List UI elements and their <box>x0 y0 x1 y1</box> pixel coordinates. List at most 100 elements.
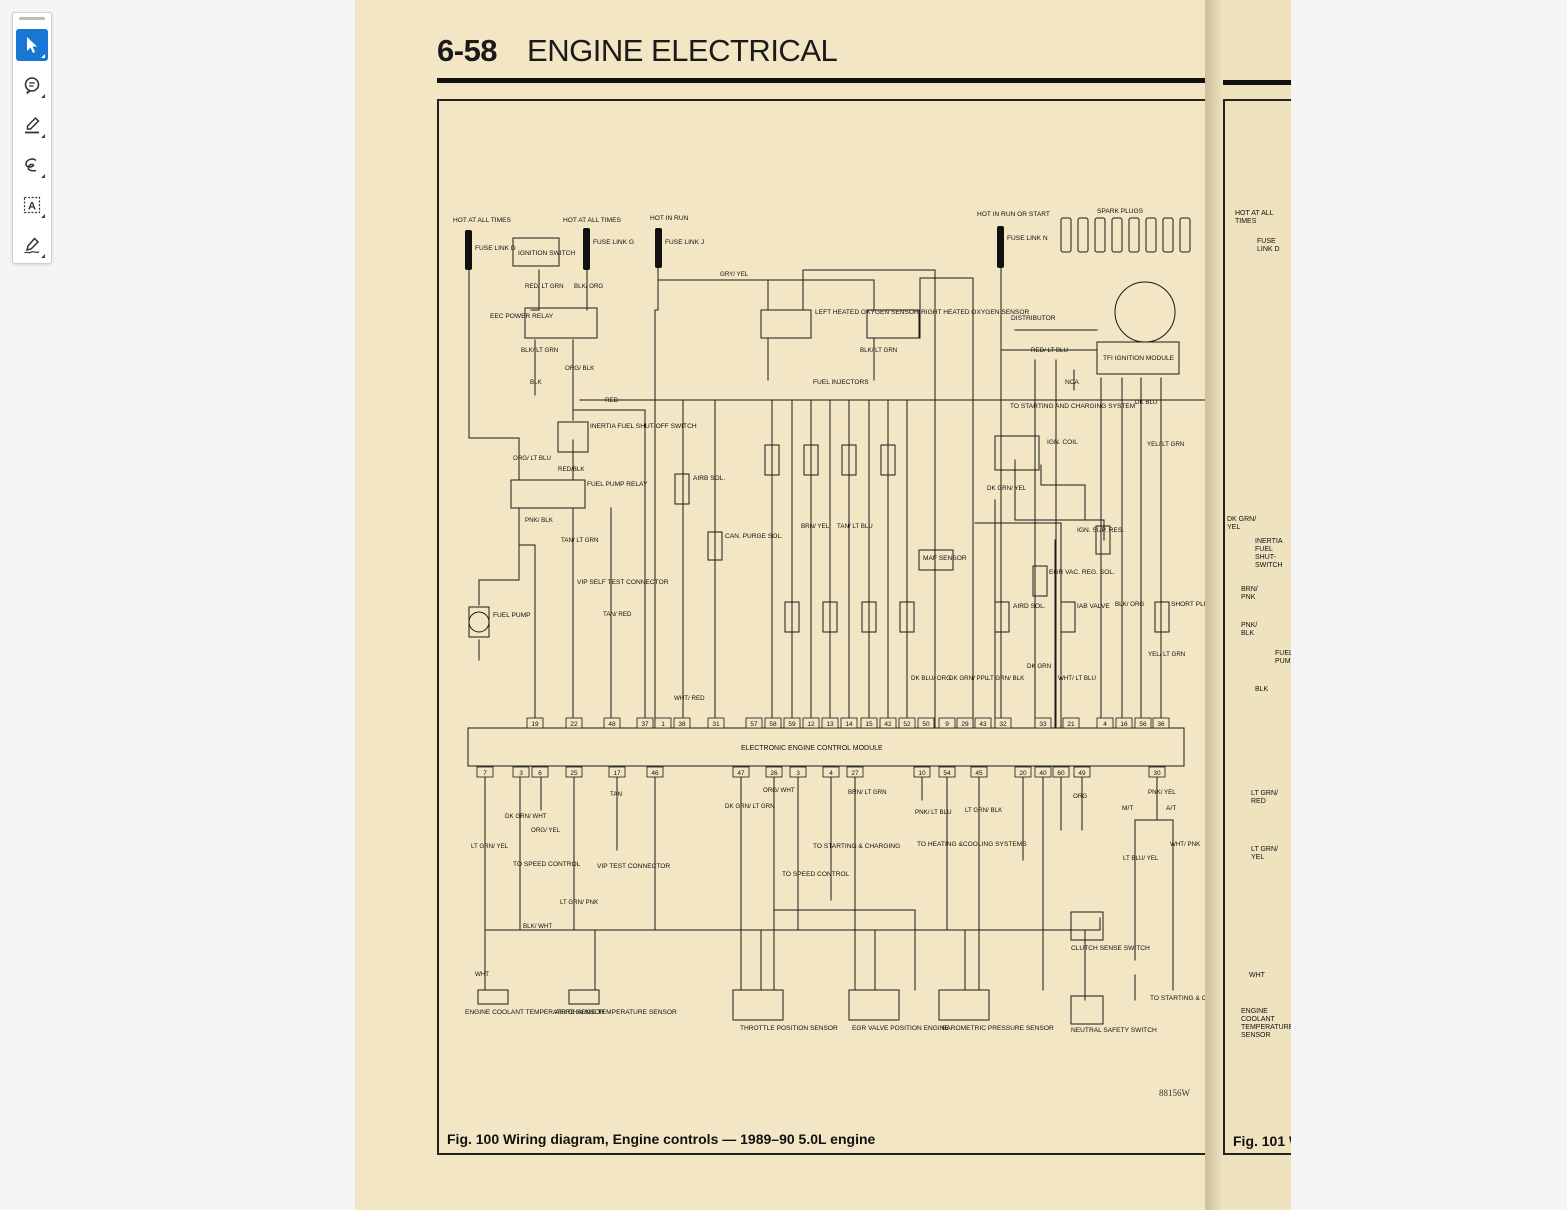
pin-12: 12 <box>807 721 815 728</box>
label-fuel-pump: FUEL PUMP <box>493 612 531 619</box>
label-aird-sol: AIRD SOL. <box>1013 603 1046 610</box>
next-page-label: BLK <box>1255 686 1269 693</box>
wire-label: WHT/ RED <box>674 695 705 702</box>
label-ign-coil: IGN. COIL <box>1047 439 1078 446</box>
pin-31: 31 <box>712 721 720 728</box>
wire-color-labels: RED/ LT GRN BLK/ ORG GRY/ YEL BLK/ LT GR… <box>471 271 1201 978</box>
next-page-header-rule <box>1223 80 1291 85</box>
highlighter-icon <box>25 116 40 134</box>
text-box-tool-button[interactable]: A <box>16 189 48 221</box>
annotation-toolbar: A <box>12 12 52 264</box>
label-baro: BAROMETRIC PRESSURE SENSOR <box>942 1025 1054 1032</box>
next-page-label: LT GRN/ YEL <box>1251 846 1278 861</box>
pin-49: 49 <box>1078 770 1086 777</box>
wire-label: ORG <box>1073 793 1087 800</box>
label-tfi-ignition-module: TFI IGNITION MODULE <box>1103 355 1175 362</box>
label-nca: NCA <box>1065 379 1080 386</box>
pin-4: 4 <box>1103 721 1107 728</box>
figure-caption: Fig. 100 Wiring diagram, Engine controls… <box>447 1131 876 1147</box>
pin-6: 6 <box>538 770 542 777</box>
wire-label: LT GRN/ YEL <box>471 843 509 850</box>
top-pin-boxes <box>526 717 1170 729</box>
pin-54: 54 <box>943 770 951 777</box>
label-spark-plugs: SPARK PLUGS <box>1097 208 1144 215</box>
label-left-o2-sensor: LEFT HEATED OXYGEN SENSOR <box>815 309 919 316</box>
toolbar-drag-handle[interactable] <box>19 17 45 20</box>
select-tool-button[interactable] <box>16 29 48 61</box>
wire-label: BLK <box>530 379 543 386</box>
wire-label: ORG/ LT BLU <box>513 455 551 462</box>
wire-label: LT GRN/ BLK <box>987 675 1025 682</box>
next-page-label: PNK/ BLK <box>1241 622 1258 637</box>
wire-label: YEL/ LT GRN <box>1147 441 1184 448</box>
pin-14: 14 <box>845 721 853 728</box>
label-can-purge-sol: CAN. PURGE SOL. <box>725 533 783 540</box>
label-egr-vac-reg-sol: EGR VAC. REG. SOL. <box>1049 569 1115 576</box>
label-fuse-link-g: FUSE LINK G <box>593 239 634 246</box>
pin-1: 1 <box>661 721 665 728</box>
figure-reference: 88156W <box>1159 1088 1190 1098</box>
top-pin-numbers: 19 22 48 37 1 38 31 57 58 59 12 13 14 15… <box>531 721 1165 728</box>
bottom-pin-numbers: 7 3 6 25 17 46 47 26 3 4 27 10 54 45 20 … <box>483 770 1161 777</box>
component-boxes <box>468 237 1180 1025</box>
wire-label: BRN/ YEL <box>801 523 830 530</box>
next-page-edge: HOT AT ALL TIMES FUSE LINK D DK GRN/ YEL… <box>1205 0 1291 1210</box>
label-ignition-switch: IGNITION SWITCH <box>518 250 575 257</box>
wire-label: DK GRN <box>1027 663 1051 670</box>
wire-label: PNK/ BLK <box>525 517 554 524</box>
wire-label: BLK/ ORG <box>574 283 603 290</box>
label-ign-sup-res: IGN. SUP. RES. <box>1077 527 1124 534</box>
draw-tool-button[interactable] <box>16 149 48 181</box>
label-vip-self-test-connector: VIP SELF TEST CONNECTOR <box>577 579 669 586</box>
bottom-pin-boxes <box>476 766 1166 778</box>
pin-3b: 3 <box>796 770 800 777</box>
wire-label: BLK/ ORG <box>1115 601 1144 608</box>
text-box-icon: A <box>23 196 41 214</box>
wire-label: RED <box>605 397 619 404</box>
pin-16: 16 <box>1120 721 1128 728</box>
pin-9: 9 <box>945 721 949 728</box>
label-fuse-link-n: FUSE LINK N <box>1007 235 1048 242</box>
wiring-diagram: 19 22 48 37 1 38 31 57 58 59 12 13 14 15… <box>453 208 1291 1034</box>
label-fuse-link-d: FUSE LINK D <box>475 245 516 252</box>
label-ect-sensor: ENGINE COOLANT TEMPERATURE SENSOR <box>465 1009 605 1016</box>
label-hot-in-run-or-start: HOT IN RUN OR START <box>977 211 1050 218</box>
label-maf-sensor: MAF SENSOR <box>923 555 967 562</box>
wire-label: DK GRN/ PPL <box>949 675 989 682</box>
pin-37: 37 <box>641 721 649 728</box>
wire-label: ORG/ WHT <box>763 787 795 794</box>
pin-27: 27 <box>851 770 859 777</box>
top-labels: HOT AT ALL TIMES FUSE LINK D IGNITION SW… <box>453 208 1175 446</box>
page-gutter <box>1205 0 1223 1210</box>
pin-42: 42 <box>884 721 892 728</box>
wire-label: TAN/ LT BLU <box>837 523 873 530</box>
next-page-label: DK GRN/ YEL <box>1227 516 1257 531</box>
highlight-tool-button[interactable] <box>16 109 48 141</box>
label-fuel-pump-relay: FUEL PUMP RELAY <box>587 481 648 488</box>
pin-45: 45 <box>975 770 983 777</box>
comment-tool-button[interactable] <box>16 69 48 101</box>
wire-label: RED/ LT BLU <box>1031 347 1068 354</box>
label-right-o2-sensor: RIGHT HEATED OXYGEN SENSOR <box>921 309 1029 316</box>
sign-tool-button[interactable] <box>16 229 48 261</box>
label-to-speed-control-1: TO SPEED CONTROL <box>513 861 581 868</box>
label-neutral-switch: NEUTRAL SAFETY SWITCH <box>1071 1027 1157 1034</box>
svg-text:A: A <box>28 201 36 213</box>
wire-label: PNK/ YEL <box>1148 789 1176 796</box>
wire-label: PNK/ LT BLU <box>915 809 952 816</box>
label-fuse-link-j: FUSE LINK J <box>665 239 704 246</box>
wire-label: TAN <box>610 791 622 798</box>
wire-label: ORG/ YEL <box>531 827 561 834</box>
wire-label: RED/BLK <box>558 466 585 473</box>
wire-label: TAN/ RED <box>603 611 632 618</box>
pin-3: 3 <box>519 770 523 777</box>
pin-46: 46 <box>651 770 659 777</box>
next-page-label: FUSE LINK D <box>1257 238 1280 253</box>
label-to-starting-charging: TO STARTING AND CHARGING SYSTEM <box>1010 403 1135 410</box>
label-hot-at-all-times-2: HOT AT ALL TIMES <box>563 217 622 224</box>
next-page-frame <box>1223 99 1291 1155</box>
pin-26: 26 <box>770 770 778 777</box>
wire-label: TAN/ LT GRN <box>561 537 598 544</box>
label-hot-at-all-times-1: HOT AT ALL TIMES <box>453 217 512 224</box>
